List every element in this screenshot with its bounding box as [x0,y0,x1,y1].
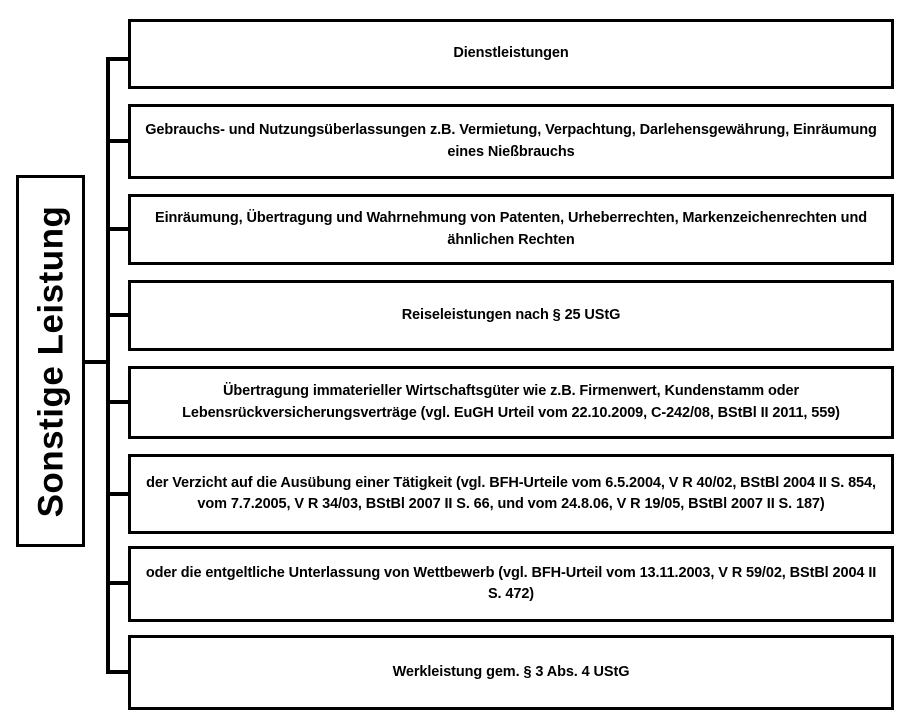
branch-label-6: der Verzicht auf die Ausübung einer Täti… [146,474,876,512]
branch-connector-6 [106,492,130,496]
branch-label-2: Gebrauchs- und Nutzungsüberlassungen z.B… [145,122,877,160]
branch-box-2: Gebrauchs- und Nutzungsüberlassungen z.B… [128,104,894,179]
branch-label-3: Einräumung, Übertragung und Wahrnehmung … [155,210,867,248]
branch-label-4: Reiseleistungen nach § 25 UStG [401,306,621,323]
branch-box-7: oder die entgeltliche Unterlassung von W… [128,546,894,622]
branch-label-5: Übertragung immaterieller Wirtschaftsgüt… [182,383,840,421]
branch-connector-2 [106,139,130,143]
root-category-label: Sonstige Leistung [31,205,71,517]
branch-connector-1 [106,57,130,61]
root-connector-stub [85,360,109,364]
branch-label-1: Dienstleistungen [453,45,569,62]
root-category-box: Sonstige Leistung [16,175,85,547]
branch-box-3: Einräumung, Übertragung und Wahrnehmung … [128,194,894,265]
branch-box-4: Reiseleistungen nach § 25 UStG [128,280,894,351]
branch-connector-5 [106,400,130,404]
branch-connector-7 [106,581,130,585]
branch-box-5: Übertragung immaterieller Wirtschaftsgüt… [128,366,894,439]
branch-connector-8 [106,670,130,674]
branch-label-7: oder die entgeltliche Unterlassung von W… [145,564,877,602]
branch-box-1: Dienstleistungen [128,19,894,89]
branch-box-6: der Verzicht auf die Ausübung einer Täti… [128,454,894,534]
branch-connector-3 [106,227,130,231]
branch-connector-4 [106,313,130,317]
branch-box-8: Werkleistung gem. § 3 Abs. 4 UStG [128,635,894,710]
trunk-line [106,57,110,672]
branch-label-8: Werkleistung gem. § 3 Abs. 4 UStG [392,663,630,680]
